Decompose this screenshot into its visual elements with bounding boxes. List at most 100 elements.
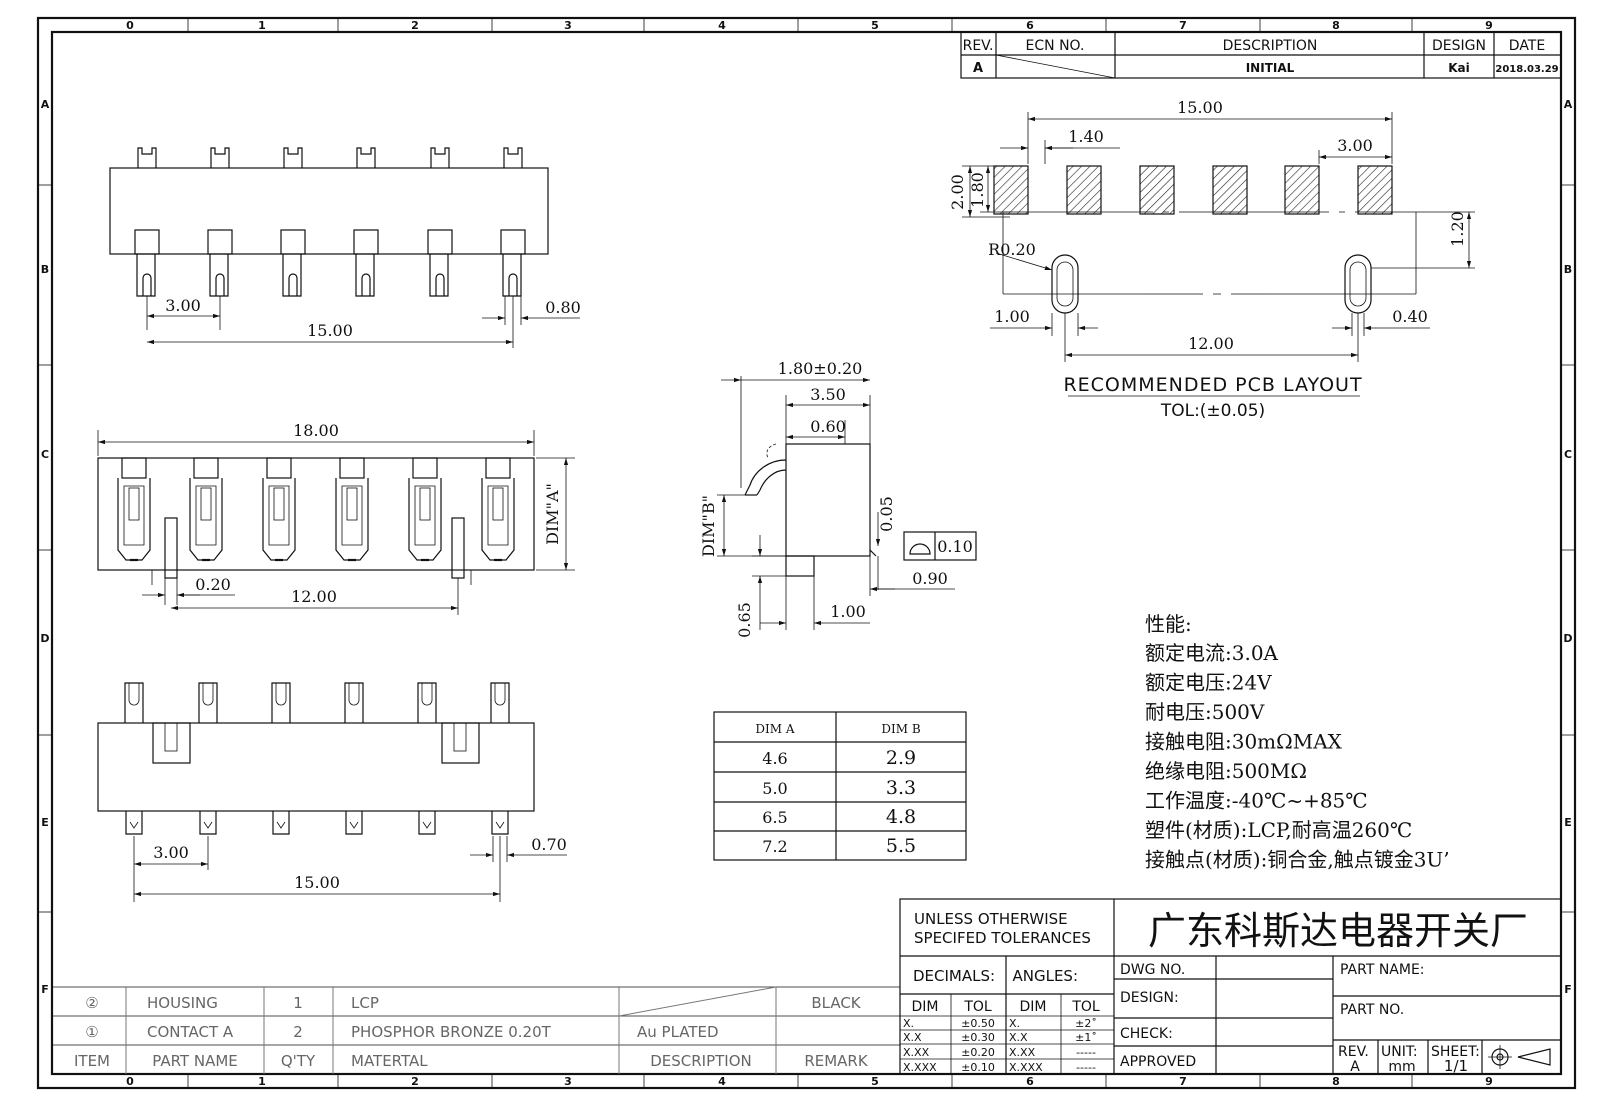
side-dim-5: 0.90 xyxy=(912,569,948,588)
title-block: UNLESS OTHERWISE SPECIFED TOLERANCES 广东科… xyxy=(899,898,1562,1075)
pcb-span-dim: 15.00 xyxy=(1177,98,1223,117)
dim-b-value: 3.3 xyxy=(886,777,916,799)
dim-a-value: 5.0 xyxy=(762,779,787,798)
angle-dim: X.XXX xyxy=(1009,1061,1043,1074)
bom-header-material: MATERTAL xyxy=(351,1052,428,1070)
zone-bottom-label: 5 xyxy=(871,1075,879,1088)
front-contact xyxy=(339,457,365,479)
tolerance-note-1: UNLESS OTHERWISE xyxy=(914,910,1068,928)
front-contact xyxy=(266,457,292,479)
dim-b-value: 4.8 xyxy=(886,806,916,828)
tolerance-note-2: SPECIFED TOLERANCES xyxy=(914,929,1091,947)
decimals-label: DECIMALS: xyxy=(913,967,995,985)
tol-col-label: TOL xyxy=(963,999,992,1015)
bom-qty: 1 xyxy=(293,994,303,1012)
bottom-pin-foot xyxy=(418,811,436,835)
front-contact xyxy=(412,457,438,479)
sheet-value: 1/1 xyxy=(1444,1057,1468,1075)
zone-left-label: D xyxy=(40,632,49,645)
bottom-pin-foot xyxy=(491,811,509,835)
pcb-pad xyxy=(993,165,1029,215)
bottom-pin-top xyxy=(271,682,291,723)
dim-table-header-b: DIM B xyxy=(881,722,920,736)
decimal-tol: ±0.20 xyxy=(961,1046,995,1059)
decimal-dim: X.XX xyxy=(903,1046,930,1059)
pcb-layout-title: RECOMMENDED PCB LAYOUT xyxy=(1063,374,1362,396)
bottom-pin-foot xyxy=(272,811,290,835)
bom-remark: BLACK xyxy=(811,994,861,1012)
front-view: 18.00 DIM"A" 0.20 12.00 xyxy=(97,421,575,615)
bottom-span-dim: 15.00 xyxy=(294,873,340,892)
side-dim-3: 0.60 xyxy=(810,417,846,436)
zone-bottom-label: 7 xyxy=(1179,1075,1187,1088)
bottom-view: 3.00 15.00 0.70 xyxy=(97,682,567,902)
top-pin-body xyxy=(207,229,233,255)
angle-tol: ±1˚ xyxy=(1075,1031,1097,1044)
approved-label: APPROVED xyxy=(1120,1054,1196,1070)
top-pin-tab xyxy=(210,147,230,168)
top-pin-tab xyxy=(430,147,450,168)
zone-top-label: 5 xyxy=(871,19,879,32)
description-header: DESCRIPTION xyxy=(1223,38,1318,54)
spec-line: 耐电压:500V xyxy=(1145,700,1265,724)
check-label: CHECK: xyxy=(1120,1026,1173,1042)
description-value: INITIAL xyxy=(1246,61,1295,75)
zone-bottom-label: 9 xyxy=(1485,1075,1493,1088)
pcb-pad xyxy=(1357,165,1393,215)
front-peg-span-dim: 12.00 xyxy=(291,587,337,606)
top-pin-body xyxy=(500,229,526,255)
bom-item: ② xyxy=(85,994,98,1012)
bottom-pin-top xyxy=(344,682,364,723)
side-dim-7: 1.00 xyxy=(830,602,866,621)
dim-a-label: DIM"A" xyxy=(543,483,562,545)
pcb-slot-span-dim: 12.00 xyxy=(1188,334,1234,353)
bom-description: Au PLATED xyxy=(637,1023,719,1041)
dim-b-value: 2.9 xyxy=(886,747,916,769)
date-value: 2018.03.29 xyxy=(1495,64,1558,75)
pcb-tolerance: TOL:(±0.05) xyxy=(1160,401,1265,421)
decimal-dim: X.X xyxy=(903,1031,922,1044)
bom-header-name: PART NAME xyxy=(152,1052,238,1070)
rev-label: REV. xyxy=(1338,1044,1369,1060)
design-label: DESIGN: xyxy=(1120,990,1179,1006)
bottom-pitch-dim: 3.00 xyxy=(153,843,189,862)
pcb-height-dim-1: 2.00 xyxy=(948,174,967,210)
company-name: 广东科斯达电器开关厂 xyxy=(1148,909,1528,953)
front-contact xyxy=(121,457,147,479)
side-dim-6: 0.65 xyxy=(735,602,754,638)
front-contact xyxy=(485,457,511,479)
specifications: 性能: 额定电流:3.0A额定电压:24V耐电压:500V接触电阻:30mΩMA… xyxy=(1145,612,1450,872)
bom-qty: 2 xyxy=(293,1023,303,1041)
pcb-pad xyxy=(1066,165,1102,215)
flatness-value: 0.10 xyxy=(937,537,973,556)
top-pitch-dim: 3.00 xyxy=(165,296,201,315)
tol-col-label-angles: TOL xyxy=(1071,999,1100,1015)
spec-line: 工作温度:-40℃~+85℃ xyxy=(1145,789,1368,813)
pcb-pitch-dim: 3.00 xyxy=(1337,136,1373,155)
bom-header-remark: REMARK xyxy=(804,1052,869,1070)
zone-top-label: 0 xyxy=(126,19,134,32)
zone-top-label: 7 xyxy=(1179,19,1187,32)
dim-col-label-angles: DIM xyxy=(1020,999,1047,1015)
front-length-dim: 18.00 xyxy=(293,421,339,440)
zone-bottom-label: 6 xyxy=(1026,1075,1034,1088)
pcb-slot-left xyxy=(1051,254,1079,314)
zone-left-label: B xyxy=(41,263,49,276)
rev-value-tb: A xyxy=(1350,1059,1360,1075)
part-name-label: PART NAME: xyxy=(1340,962,1425,978)
bom-header-qty: Q'TY xyxy=(281,1052,316,1070)
side-view: 1.80±0.20 3.50 0.60 DIM"B" 0.05 0.10 0.9… xyxy=(699,359,977,638)
bom-material: LCP xyxy=(351,994,379,1012)
bottom-pin-top xyxy=(198,682,218,723)
zone-left-label: E xyxy=(41,816,49,829)
pcb-pad xyxy=(1139,165,1175,215)
unit-value: mm xyxy=(1388,1059,1415,1075)
angles-label: ANGLES: xyxy=(1012,967,1078,985)
top-pin-body xyxy=(280,229,306,255)
zone-top-label: 8 xyxy=(1332,19,1340,32)
zone-right-label: A xyxy=(1564,98,1573,111)
spec-line: 绝缘电阻:500MΩ xyxy=(1145,759,1307,783)
